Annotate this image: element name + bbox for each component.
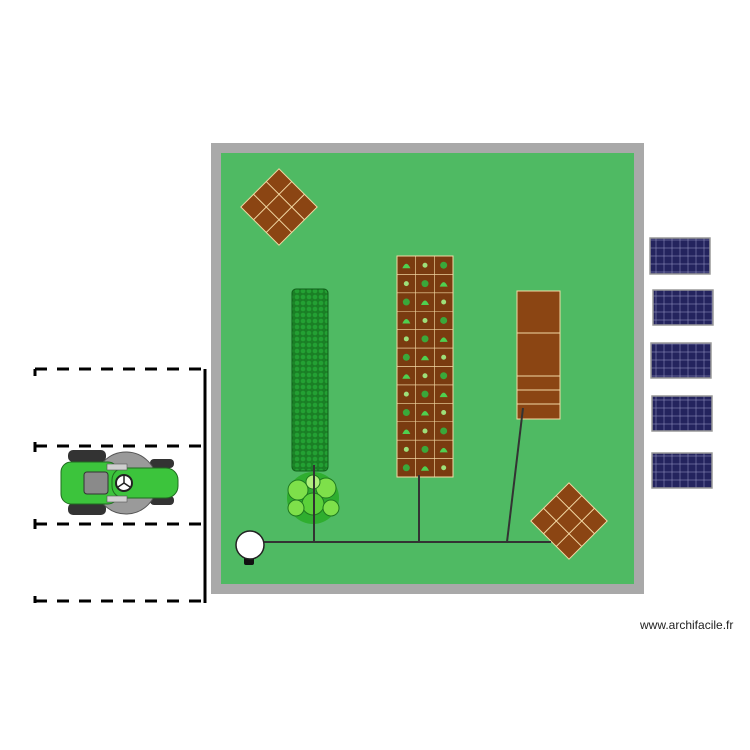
- plant-icon: [440, 372, 448, 380]
- plant-icon: [403, 446, 409, 452]
- plant-icon: [402, 263, 411, 269]
- plant-icon: [422, 317, 428, 323]
- plant-icon: [421, 411, 429, 416]
- plant-icon: [402, 353, 410, 361]
- solar-panel[interactable]: [652, 289, 714, 326]
- plant-icon: [441, 354, 447, 360]
- plant-icon: [439, 447, 448, 453]
- plant-icon: [403, 281, 409, 287]
- plant-icon: [402, 429, 411, 434]
- plant-icon: [402, 318, 411, 324]
- plant-icon: [440, 316, 448, 324]
- parking-spaces: [33, 367, 207, 603]
- solar-panel[interactable]: [649, 237, 711, 275]
- riding-mower[interactable]: [60, 450, 179, 515]
- plant-icon: [422, 428, 428, 434]
- solar-panels: [649, 237, 714, 489]
- plant-icon: [403, 336, 409, 342]
- plant-icon: [439, 282, 448, 287]
- irrigation-pipes: [262, 407, 551, 543]
- plant-icon: [421, 355, 429, 361]
- plant-icon: [402, 409, 410, 417]
- plant-icon: [422, 262, 428, 268]
- plant-icon: [402, 298, 410, 306]
- solar-panel[interactable]: [650, 342, 712, 379]
- square-planter-top-left[interactable]: [240, 168, 318, 246]
- hedge[interactable]: [291, 288, 329, 472]
- solar-panel[interactable]: [651, 395, 713, 432]
- plant-icon: [403, 391, 409, 397]
- plant-icon: [421, 445, 429, 453]
- plant-icon: [421, 390, 429, 398]
- plant-icon: [421, 466, 429, 471]
- vegetable-bed[interactable]: [396, 255, 454, 478]
- plant-icon: [402, 374, 411, 379]
- plant-icon: [441, 299, 447, 305]
- plant-icon: [441, 465, 447, 471]
- plant-icon: [402, 464, 410, 472]
- plant-icon: [440, 427, 448, 435]
- plant-icon: [441, 410, 447, 416]
- plant-icon: [421, 335, 429, 343]
- plant-icon: [439, 337, 448, 342]
- plant-icon: [440, 261, 448, 269]
- plant-icon: [421, 280, 429, 288]
- soil-bed[interactable]: [516, 290, 561, 420]
- plant-icon: [421, 300, 429, 306]
- plant-icon: [422, 373, 428, 379]
- water-tap[interactable]: [235, 530, 265, 565]
- solar-panel[interactable]: [651, 452, 713, 489]
- plant-icon: [439, 392, 448, 398]
- square-planter-bottom-right[interactable]: [530, 482, 608, 560]
- vegetable-bed-cell: [434, 458, 454, 478]
- watermark: www.archifacile.fr: [640, 618, 734, 632]
